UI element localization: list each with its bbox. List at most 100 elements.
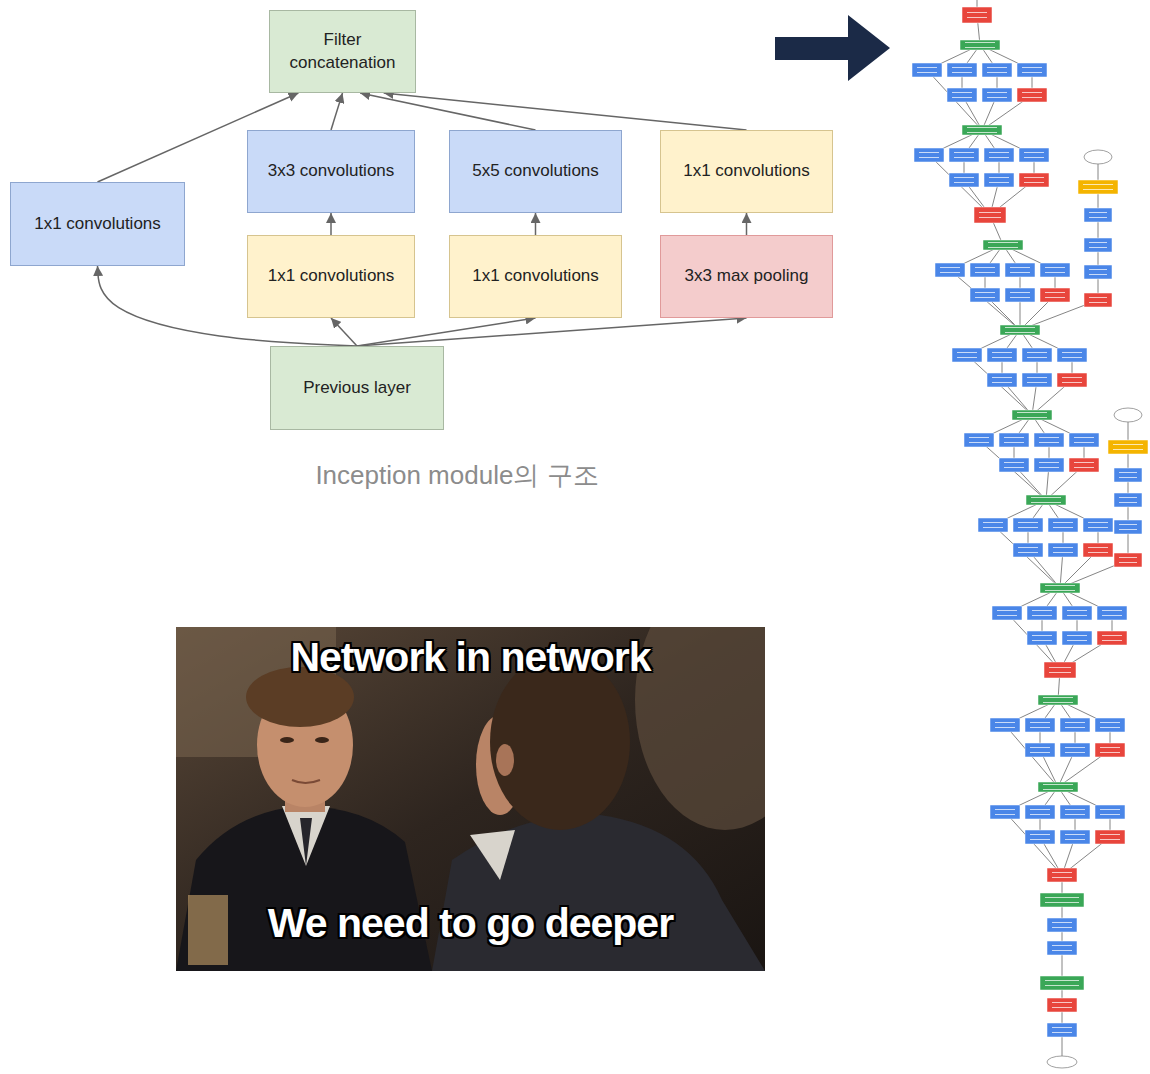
net-block-mark (1067, 615, 1087, 616)
net-block-mark (1017, 412, 1047, 413)
net-block (1022, 373, 1052, 387)
right-man-hair (490, 654, 630, 830)
net-block-mark (989, 182, 1009, 183)
net-block-mark (1004, 462, 1024, 463)
net-link (929, 155, 990, 215)
net-block-mark (957, 357, 977, 358)
net-block-mark (1027, 352, 1047, 353)
net-block (1069, 433, 1099, 447)
net-block-mark (1065, 752, 1085, 753)
net-block-mark (1031, 502, 1061, 503)
net-block-mark (1039, 442, 1059, 443)
net-block (1034, 458, 1064, 472)
net-block (1005, 288, 1035, 302)
net-block (1078, 180, 1118, 194)
net-block (1108, 440, 1148, 454)
net-block-mark (1045, 585, 1075, 586)
net-io (1114, 408, 1142, 422)
net-block (1005, 263, 1035, 277)
net-block-mark (1053, 527, 1073, 528)
net-block (970, 288, 1000, 302)
net-block (947, 63, 977, 77)
net-block (1019, 173, 1049, 187)
net-block-mark (1052, 945, 1072, 946)
net-block-mark (1100, 727, 1120, 728)
net-layer (1048, 518, 1078, 532)
net-block-mark (954, 182, 974, 183)
net-layer (1040, 976, 1084, 990)
net-layer (1005, 263, 1035, 277)
net-layer (982, 88, 1012, 102)
net-layer (1114, 520, 1142, 534)
net-block-mark (975, 297, 995, 298)
box-label: 3x3 convolutions (268, 160, 395, 182)
net-block-mark (1004, 442, 1024, 443)
net-layer (982, 63, 1012, 77)
net-block-mark (1074, 467, 1094, 468)
net-block (1114, 553, 1142, 567)
net-layer (1097, 631, 1127, 645)
net-layer (949, 148, 979, 162)
net-block-mark (1067, 640, 1087, 641)
net-block (1060, 718, 1090, 732)
net-block-mark (1052, 1002, 1072, 1003)
net-block-mark (1052, 922, 1072, 923)
net-block (1013, 543, 1043, 557)
net-block-mark (1045, 297, 1065, 298)
net-block-mark (989, 152, 1009, 153)
net-block (1040, 263, 1070, 277)
net-block-mark (1088, 527, 1108, 528)
reduce-box: 1x1 convolutions (449, 235, 622, 318)
figure-caption: Inception module의 구조 (157, 458, 757, 493)
net-block (1047, 1023, 1077, 1037)
net-block-mark (992, 352, 1012, 353)
net-block-mark (1074, 437, 1094, 438)
net-layer (1069, 458, 1099, 472)
net-block-mark (1022, 72, 1042, 73)
net-block-mark (1100, 814, 1120, 815)
net-layer (964, 433, 994, 447)
net-block-mark (1062, 352, 1082, 353)
net-block (935, 263, 965, 277)
net-block-mark (1102, 615, 1122, 616)
net-link (1005, 725, 1058, 787)
net-block-mark (1030, 747, 1050, 748)
left-man-suit (176, 806, 432, 971)
net-layer (1026, 495, 1066, 505)
net-layer (1084, 265, 1112, 279)
conv-box: 1x1 convolutions (10, 182, 185, 266)
net-layer (1040, 893, 1084, 907)
net-block-mark (987, 72, 1007, 73)
net-layer (1047, 941, 1077, 955)
net-block-mark (1045, 902, 1079, 903)
net-block-mark (1017, 417, 1047, 418)
net-layer (1108, 440, 1148, 454)
net-block-mark (1089, 212, 1107, 213)
net-block (1114, 493, 1142, 507)
net-layer (962, 125, 1002, 135)
net-block-mark (1067, 635, 1087, 636)
net-block-mark (1010, 267, 1030, 268)
net-layer (1078, 180, 1118, 194)
net-block (1025, 718, 1055, 732)
net-block (1012, 410, 1052, 420)
box-label: 3x3 max pooling (685, 265, 809, 287)
left-man-eye (280, 737, 294, 743)
net-block-mark (1119, 562, 1137, 563)
net-layer (999, 458, 1029, 472)
right-man-ear (496, 744, 514, 776)
box-label: 1x1 convolutions (472, 265, 599, 287)
net-layer (987, 373, 1017, 387)
net-layer (1084, 208, 1112, 222)
box-label: Filter concatenation (278, 29, 407, 73)
flow-arrow (330, 213, 332, 235)
net-block-mark (1022, 97, 1042, 98)
net-block-mark (1100, 722, 1120, 723)
net-layer (1114, 408, 1142, 422)
net-block-mark (1113, 444, 1143, 445)
net-block-mark (1119, 524, 1137, 525)
net-block-mark (1100, 834, 1120, 835)
net-block-mark (988, 247, 1018, 248)
net-layer (1013, 543, 1043, 557)
net-block (1040, 583, 1080, 593)
